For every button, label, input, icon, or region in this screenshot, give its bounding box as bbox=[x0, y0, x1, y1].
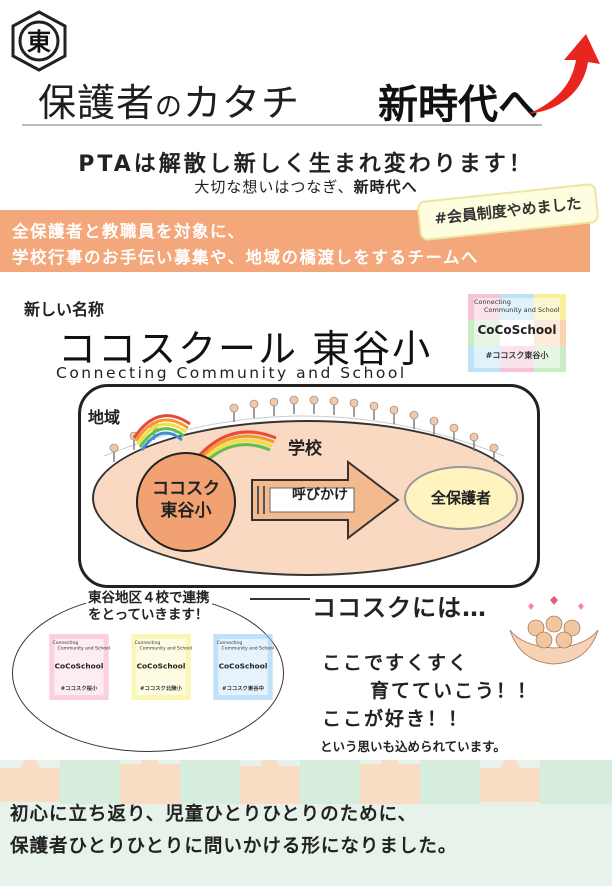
coco-line1: ココスク bbox=[152, 479, 220, 499]
svg-text:Community and School: Community and School bbox=[140, 646, 193, 652]
coco-line2: 東谷小 bbox=[160, 501, 212, 521]
all-parents-circle: 全保護者 bbox=[404, 466, 518, 530]
cocoschool-logo: Connecting Community and School CoCoScho… bbox=[468, 294, 566, 372]
svg-text:CoCoSchool: CoCoSchool bbox=[219, 662, 268, 671]
puzzle-pattern bbox=[0, 760, 612, 804]
svg-text:Community and School: Community and School bbox=[484, 306, 560, 314]
svg-text:CoCoSchool: CoCoSchool bbox=[137, 662, 186, 671]
svg-text:Community and School: Community and School bbox=[58, 646, 111, 652]
svg-text:#ココスク北陵小: #ココスク北陵小 bbox=[140, 684, 183, 692]
svg-text:#ココスク桜小: #ココスク桜小 bbox=[61, 684, 98, 692]
svg-text:Connecting: Connecting bbox=[53, 640, 79, 646]
title-new-era: 新時代へ bbox=[378, 82, 538, 128]
label-region: 地域 bbox=[88, 408, 121, 427]
svg-text:Connecting: Connecting bbox=[135, 640, 161, 646]
school-english-name: Connecting Community and School bbox=[56, 364, 407, 382]
page-title: 保護者のカタチ bbox=[38, 72, 300, 127]
call-label: 呼びかけ bbox=[292, 487, 348, 503]
bottom-band bbox=[0, 760, 612, 886]
band-line-2: 学校行事のお手伝い募集や、地域の橋渡しをするチームへ bbox=[12, 248, 480, 267]
message-line2: 育てていこう！！ bbox=[370, 680, 539, 702]
cocosuku-circle: ココスク 東谷小 bbox=[136, 452, 236, 552]
svg-text:CoCoSchool: CoCoSchool bbox=[477, 323, 556, 337]
message-line4: という思いも込められています。 bbox=[320, 739, 506, 754]
title-divider bbox=[22, 124, 542, 126]
sub-bold: 新時代へ bbox=[353, 178, 418, 196]
svg-text:Connecting: Connecting bbox=[217, 640, 243, 646]
message-line1: ここですくすく bbox=[322, 652, 470, 674]
band-line-1: 全保護者と教職員を対象に、 bbox=[12, 222, 246, 241]
title-part2: の bbox=[155, 92, 184, 123]
people-row-illustration bbox=[103, 395, 505, 462]
title-part3: カタチ bbox=[183, 81, 301, 125]
svg-text:Connecting: Connecting bbox=[474, 298, 511, 306]
label-school: 学校 bbox=[288, 439, 322, 459]
hands-children-illustration bbox=[509, 596, 599, 665]
new-name-label: 新しい名称 bbox=[24, 300, 105, 319]
closing-line2: 保護者ひとりひとりに問いかける形になりました。 bbox=[10, 836, 458, 857]
leader-line bbox=[250, 598, 310, 600]
region-line2: をとっていきます！ bbox=[88, 607, 209, 623]
cocosuku-title: ココスクには… bbox=[312, 594, 487, 622]
svg-text:#ココスク東谷小: #ココスク東谷小 bbox=[486, 350, 549, 360]
title-part1: 保護者 bbox=[38, 81, 156, 125]
closing-line1: 初心に立ち返り、児童ひとりひとりのために、 bbox=[10, 804, 418, 825]
region-cooperation-text: 東谷地区４校で連携 をとっていきます！ bbox=[86, 590, 212, 624]
call-arrow bbox=[251, 460, 400, 540]
svg-text:Community and School: Community and School bbox=[222, 646, 274, 652]
rainbow-icon bbox=[132, 414, 277, 468]
message-line3: ここが好き！！ bbox=[322, 708, 470, 730]
announcement: PTAは解散し新しく生まれ変わります！ bbox=[78, 152, 534, 177]
svg-text:#ココスク東谷中: #ココスク東谷中 bbox=[222, 684, 264, 692]
school-name: ココスクール 東谷小 bbox=[58, 327, 433, 371]
announcement-sub: 大切な想いはつなぎ、新時代へ bbox=[0, 176, 612, 197]
region-line1: 東谷地区４校で連携 bbox=[88, 590, 210, 606]
emblem-char: 東 bbox=[27, 28, 51, 56]
school-emblem: 東 bbox=[11, 10, 67, 72]
red-arrow-icon bbox=[528, 34, 600, 114]
sub-prefix: 大切な想いはつなぎ、 bbox=[194, 178, 354, 196]
svg-text:CoCoSchool: CoCoSchool bbox=[55, 662, 104, 671]
